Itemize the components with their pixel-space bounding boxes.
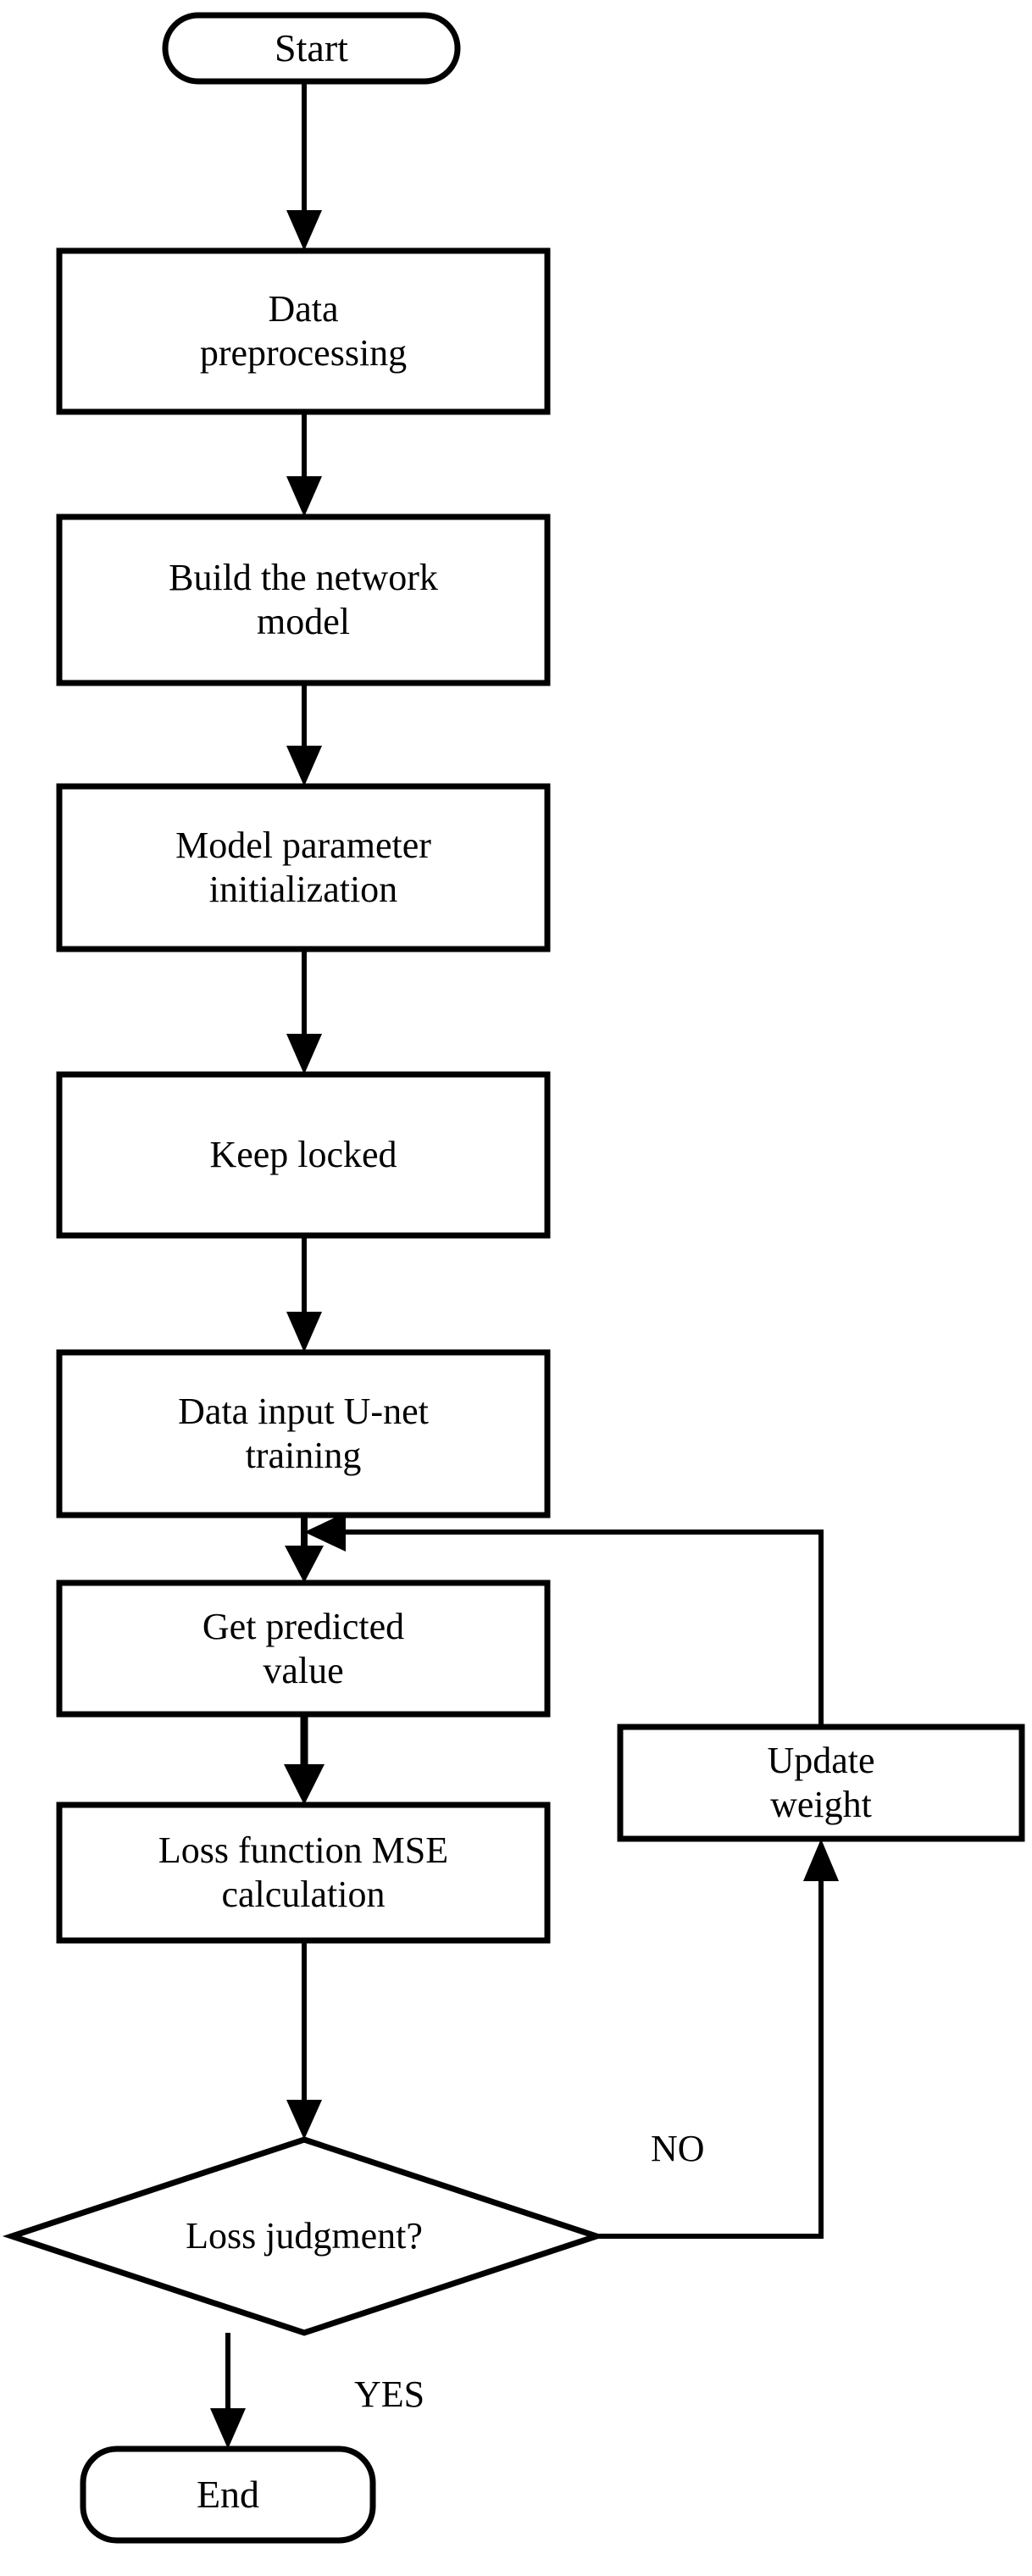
node-shape-loss-function-mse[interactable]	[56, 1802, 551, 1944]
node-shape-loss-judgment[interactable]	[2, 2136, 607, 2336]
node-shape-start[interactable]	[162, 12, 461, 85]
node-end[interactable]	[83, 2449, 373, 2540]
node-data-input-unet-training[interactable]	[59, 1352, 547, 1515]
edge-preprocessing-to-build	[286, 412, 322, 517]
node-model-parameter-initialization[interactable]	[59, 786, 547, 949]
node-build-network-model[interactable]	[59, 517, 547, 683]
node-loss-function-mse[interactable]	[59, 1805, 547, 1940]
edge-update-weight-to-training	[304, 1513, 824, 1727]
node-shape-data-preprocessing[interactable]	[56, 247, 551, 415]
node-loss-judgment[interactable]	[12, 2140, 596, 2333]
node-data-preprocessing[interactable]	[59, 251, 547, 412]
node-start[interactable]	[165, 15, 458, 81]
node-update-weight[interactable]	[620, 1727, 1022, 1839]
edge-predicted-to-loss	[284, 1714, 325, 1805]
edge-init-to-keep-locked	[286, 949, 322, 1074]
edge-keep-locked-to-training	[286, 1235, 322, 1352]
edge-loss-to-judgment	[286, 1940, 322, 2140]
node-shape-update-weight[interactable]	[617, 1724, 1025, 1842]
node-shape-model-parameter-initialization[interactable]	[56, 783, 551, 952]
edge-judgment-yes-to-end	[210, 2333, 246, 2449]
edge-start-to-preprocessing	[286, 81, 322, 251]
node-keep-locked[interactable]	[59, 1074, 547, 1235]
edge-build-to-init	[286, 683, 322, 786]
edge-training-to-predicted	[285, 1515, 324, 1583]
edge-judgment-no-to-update-weight	[596, 1839, 839, 2239]
node-shape-build-network-model[interactable]	[56, 514, 551, 686]
node-get-predicted-value[interactable]	[59, 1583, 547, 1714]
